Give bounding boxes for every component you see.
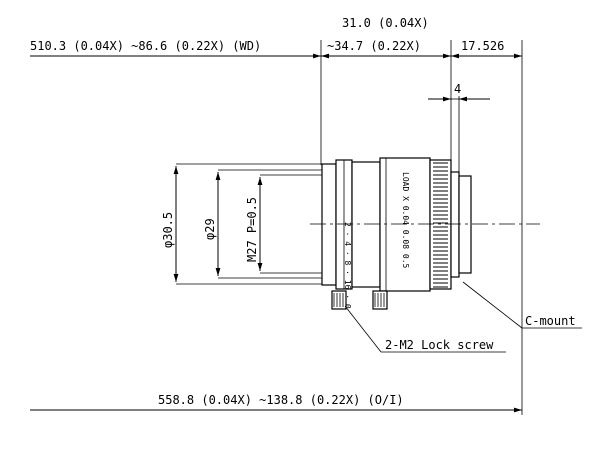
barrel (351, 161, 381, 288)
rear-lens-tube (458, 175, 472, 274)
length-dimension-label-bottom: ~34.7 (0.22X) (327, 39, 421, 53)
lock-screw-leader (344, 305, 382, 353)
wd-dimension-label: 510.3 (0.04X) ~86.6 (0.22X) (WD) (30, 39, 261, 53)
front-ring (321, 163, 337, 286)
lock-screw-left (331, 290, 347, 310)
inner-diameter-label: φ29 (203, 218, 217, 240)
iris-ring (379, 157, 431, 292)
flange-dimension-label: 17.526 (461, 39, 504, 53)
lock-screw-right (372, 290, 388, 310)
length-dimension-label-top: 31.0 (0.04X) (342, 16, 429, 30)
c-mount-thread (450, 171, 460, 278)
thread-spec-label: M27 P=0.5 (245, 197, 259, 262)
thread-length-label: 4 (454, 82, 461, 96)
c-mount-leader (462, 281, 523, 329)
oi-dimension-label: 558.8 (0.04X) ~138.8 (0.22X) (O/I) (158, 393, 404, 407)
mag-row-marking: LOAD X 0.04 0.08 0.5 (401, 172, 410, 269)
outer-diameter-label: φ30.5 (161, 212, 175, 248)
ring-markings: LOAD X 0.04 0.08 0.5 2 · 4 · 8 · 16 · 0 (343, 172, 410, 309)
c-mount-callout: C-mount (525, 314, 576, 328)
knurl-pattern (433, 162, 448, 288)
distance-row-marking: 2 · 4 · 8 · 16 · 0 (343, 222, 352, 309)
lock-screw-knurl (333, 293, 385, 307)
lock-screw-callout: 2-M2 Lock screw (385, 338, 494, 352)
